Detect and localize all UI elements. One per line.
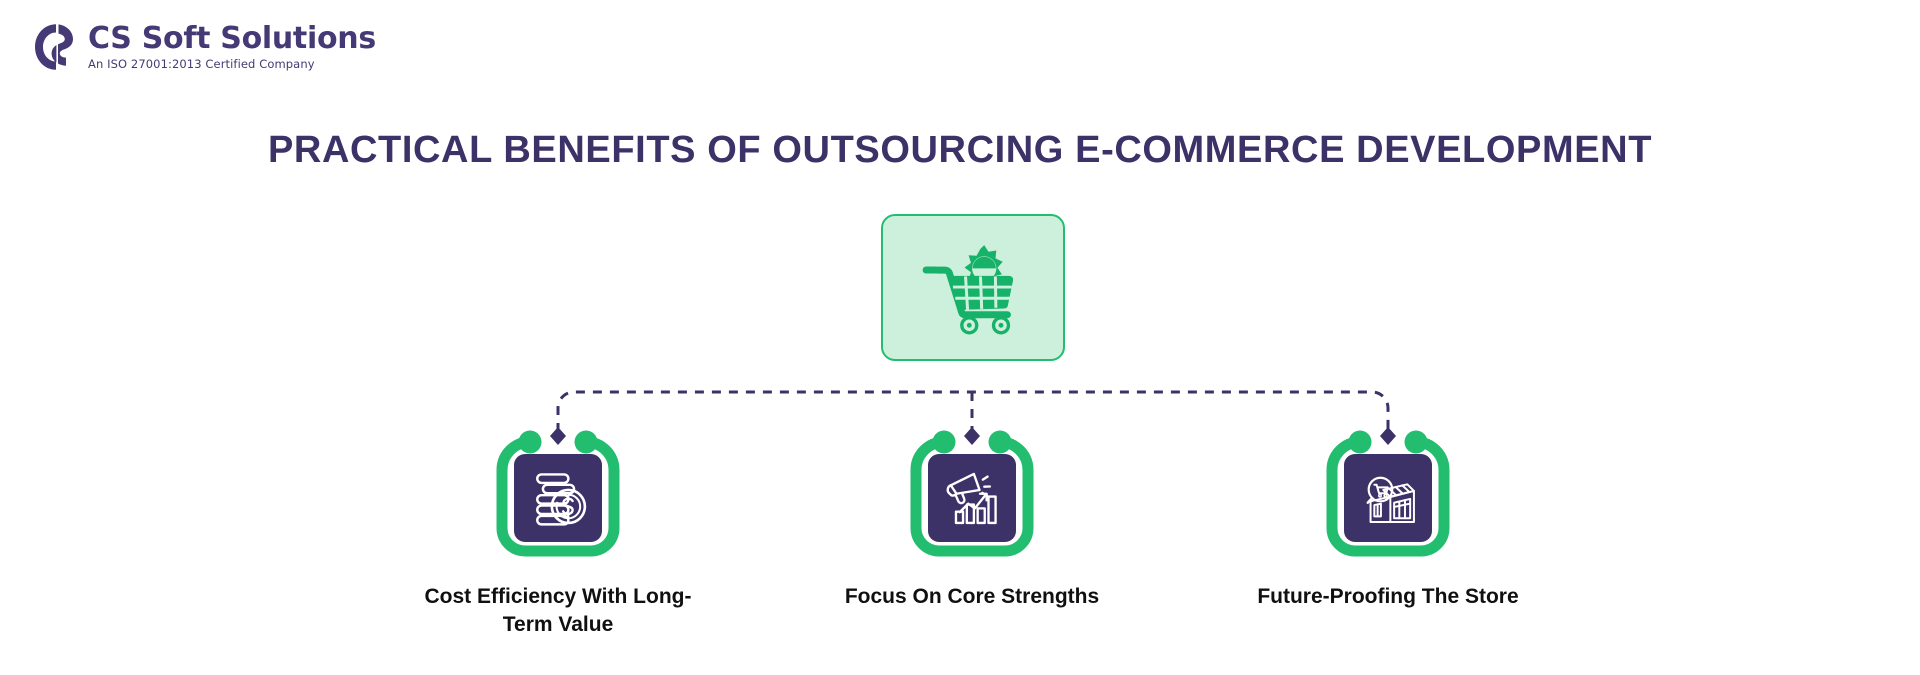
benefit-label: Future-Proofing The Store [1257, 585, 1519, 608]
hero-tile [881, 214, 1065, 361]
benefit-label: Focus On Core Strengths [844, 585, 1100, 608]
benefit-cards: Cost Efficiency With Long-Term Value [0, 430, 1920, 640]
icon-plate [514, 454, 602, 542]
brand-logo: CS Soft Solutions An ISO 27001:2013 Cert… [30, 22, 376, 72]
benefit-label: Cost Efficiency With Long-Term Value [424, 585, 692, 636]
card-frame [490, 430, 626, 563]
megaphone-growth-chart-icon [939, 465, 1005, 531]
brand-tagline: An ISO 27001:2013 Certified Company [88, 57, 315, 72]
icon-plate [1344, 454, 1432, 542]
brand-name: CS Soft Solutions [88, 20, 376, 56]
page-title: PRACTICAL BENEFITS OF OUTSOURCING E-COMM… [267, 129, 1653, 171]
benefit-card-future-proofing[interactable]: Future-Proofing The Store [1243, 430, 1533, 611]
brand-text: CS Soft Solutions An ISO 27001:2013 Cert… [88, 23, 376, 72]
card-frame [1320, 430, 1456, 563]
cs-monogram-icon [30, 22, 76, 72]
benefit-card-cost-efficiency[interactable]: Cost Efficiency With Long-Term Value [413, 430, 703, 639]
benefit-card-core-strengths[interactable]: Focus On Core Strengths [827, 430, 1117, 611]
storefront-search-cart-icon [1355, 465, 1421, 531]
card-frame [904, 430, 1040, 563]
icon-plate [928, 454, 1016, 542]
shopping-cart-gear-icon [917, 241, 1029, 335]
stacked-coins-dollar-icon [525, 465, 591, 531]
